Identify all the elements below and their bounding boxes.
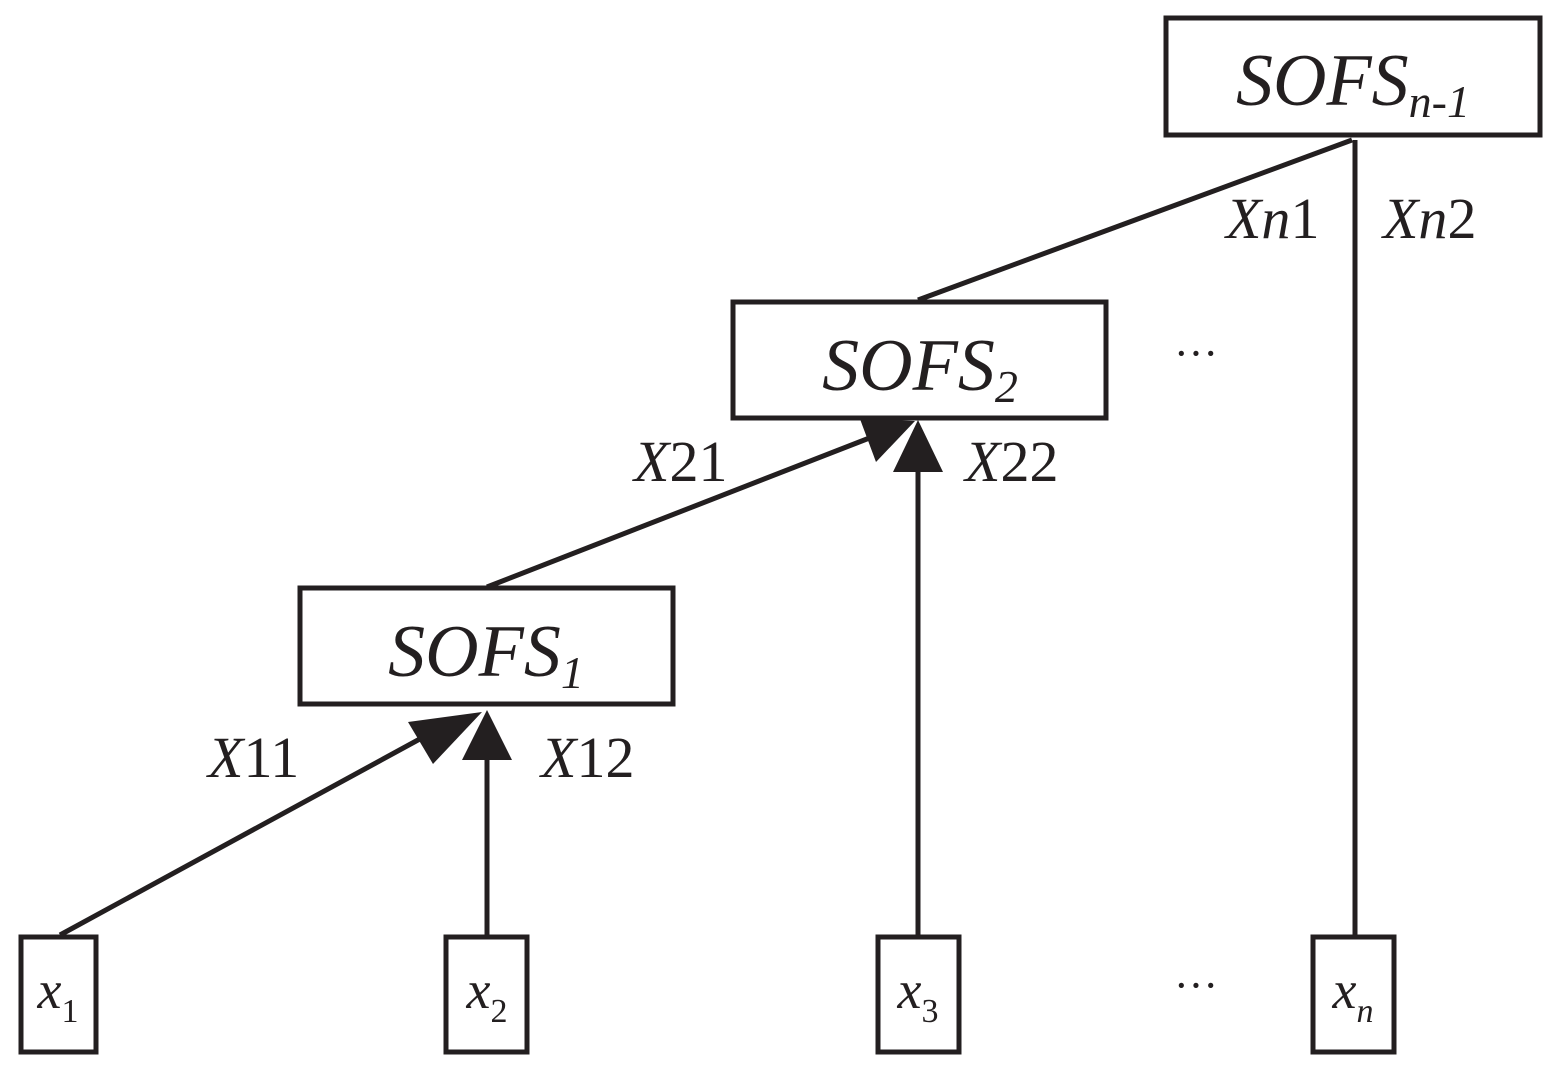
input-node-x3-label: x3 (897, 960, 939, 1030)
input-node-xn: xn (1310, 934, 1397, 1055)
arrowhead-x21 (860, 419, 915, 462)
input-node-xn-label: xn (1332, 960, 1374, 1030)
sofs-node-2-label: SOFS2 (822, 325, 1018, 412)
edge-label-x21: X21 (632, 429, 727, 494)
input-node-x3: x3 (875, 934, 962, 1055)
edge-label-xn1: Xn1 (1224, 186, 1319, 251)
input-node-x1-label: x1 (37, 960, 79, 1030)
edge-label-xn2: Xn2 (1381, 186, 1476, 251)
arrowhead-x22 (893, 420, 943, 472)
sofs-node-1-label: SOFS1 (388, 611, 584, 698)
edge-label-x12: X12 (539, 725, 634, 790)
ellipsis-lower: ··· (1174, 961, 1218, 1010)
arrowhead-x11 (408, 712, 482, 764)
input-node-x2: x2 (443, 934, 530, 1055)
edge-sofs1-to-sofs2 (486, 434, 873, 590)
edge-label-x22: X22 (963, 429, 1058, 494)
input-node-x1: x1 (18, 934, 99, 1055)
sofs-node-1: SOFS1 (297, 585, 676, 707)
ellipsis-upper: ··· (1174, 329, 1218, 378)
sofs-node-2: SOFS2 (730, 299, 1109, 421)
sofs-node-n-1-label: SOFSn-1 (1236, 40, 1470, 127)
edge-label-x11: X11 (206, 725, 299, 790)
input-node-x2-label: x2 (466, 960, 508, 1030)
arrowhead-x12 (462, 710, 512, 760)
edge-x1-to-sofs1 (58, 725, 442, 938)
edge-sofs2-to-sofsn (917, 137, 1353, 303)
sofs-node-n-1: SOFSn-1 (1163, 15, 1543, 138)
